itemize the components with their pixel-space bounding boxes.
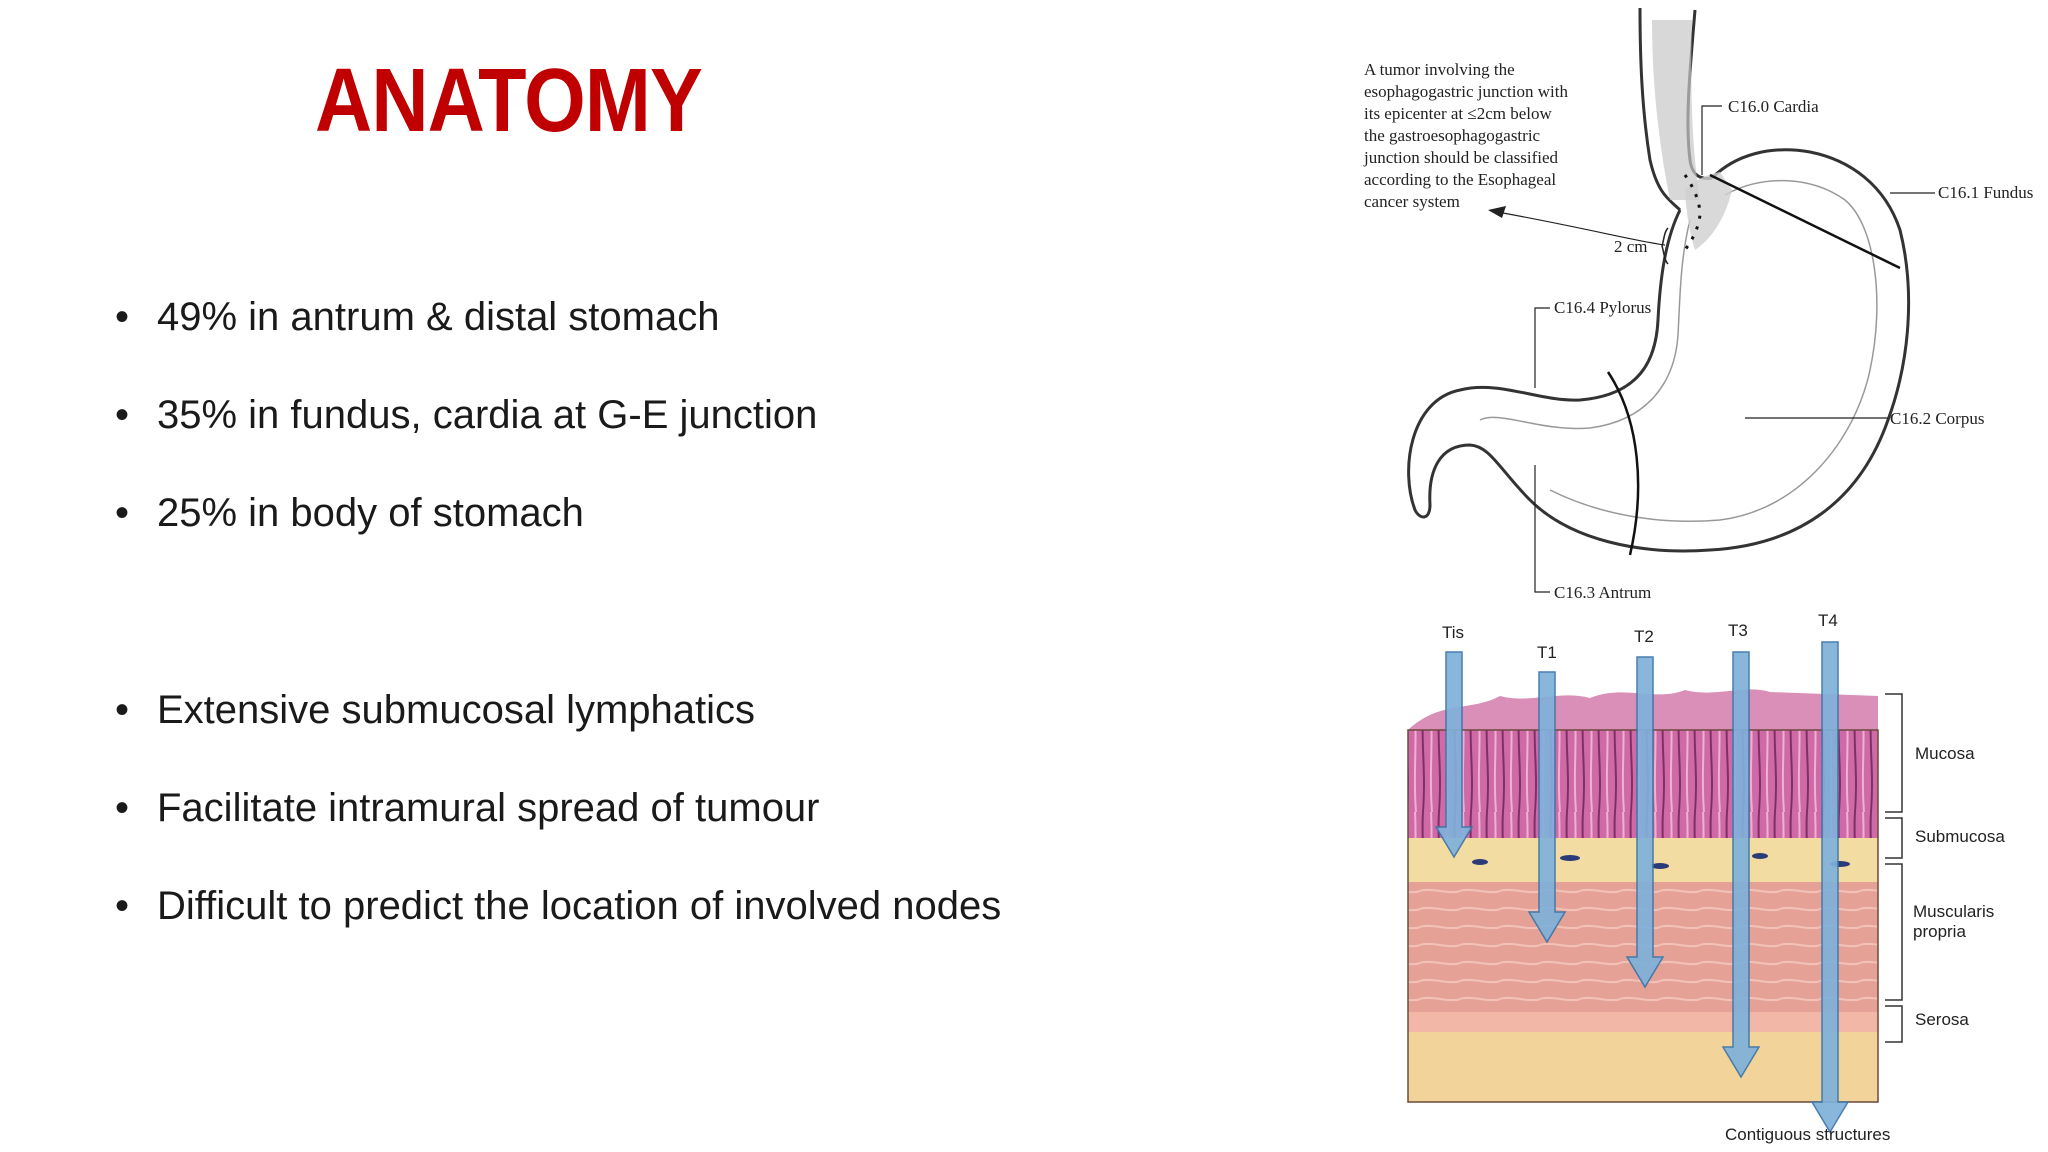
note-line: the gastroesophagogastric — [1364, 126, 1541, 145]
label-fundus: C16.1 Fundus — [1938, 183, 2033, 202]
bullet-text: 25% in body of stomach — [157, 491, 584, 535]
stomach-diagram: A tumor involving the esophagogastric ju… — [1363, 7, 2033, 602]
note-line: cancer system — [1364, 192, 1460, 211]
layer-label-mucosa: Mucosa — [1915, 744, 1975, 763]
label-distance: 2 cm — [1614, 237, 1648, 256]
bullet-text: 35% in fundus, cardia at G-E junction — [157, 393, 818, 437]
bullet-text: Extensive submucosal lymphatics — [157, 688, 756, 732]
stage-label-t4: T4 — [1818, 612, 1838, 630]
layer-label-muscularis: Muscularis propria — [1913, 902, 1995, 941]
bullet-item: •Facilitate intramural spread of tumour — [115, 786, 820, 830]
label-cardia: C16.0 Cardia — [1728, 97, 1819, 116]
note-line: junction should be classified — [1363, 148, 1559, 167]
contiguous-structures-label: Contiguous structures — [1725, 1125, 1890, 1144]
layer-label-serosa: Serosa — [1915, 1010, 1969, 1029]
bullet-text: Difficult to predict the location of inv… — [157, 884, 1002, 928]
bullet-text: Facilitate intramural spread of tumour — [157, 786, 820, 830]
note-line: esophagogastric junction with — [1364, 82, 1568, 101]
bullet-text: 49% in antrum & distal stomach — [157, 295, 720, 339]
label-corpus: C16.2 Corpus — [1890, 409, 1984, 428]
layer-label-submucosa: Submucosa — [1915, 827, 2005, 846]
bullet-item: •49% in antrum & distal stomach — [115, 295, 720, 339]
slide-title: ANATOMY — [315, 51, 703, 151]
label-antrum: C16.3 Antrum — [1554, 583, 1651, 602]
label-pylorus: C16.4 Pylorus — [1554, 298, 1651, 317]
stage-label-t3: T3 — [1728, 621, 1748, 640]
stage-label-tis: Tis — [1442, 623, 1464, 642]
stage-label-t1: T1 — [1537, 643, 1557, 662]
bullet-item: •25% in body of stomach — [115, 491, 584, 535]
bullet-item: •Extensive submucosal lymphatics — [115, 688, 756, 732]
note-line: its epicenter at ≤2cm below — [1364, 104, 1552, 123]
anatomy-figure: A tumor involving the esophagogastric ju… — [1340, 0, 2048, 1152]
bullet-item: •Difficult to predict the location of in… — [115, 884, 1002, 928]
note-line: A tumor involving the — [1364, 60, 1515, 79]
bullet-item: •35% in fundus, cardia at G-E junction — [115, 393, 818, 437]
wall-diagram: Tis T1 T2 T3 T4 Mucosa Submucosa Muscula… — [1407, 612, 2005, 1144]
stage-label-t2: T2 — [1634, 627, 1654, 646]
note-line: according to the Esophageal — [1364, 170, 1556, 189]
